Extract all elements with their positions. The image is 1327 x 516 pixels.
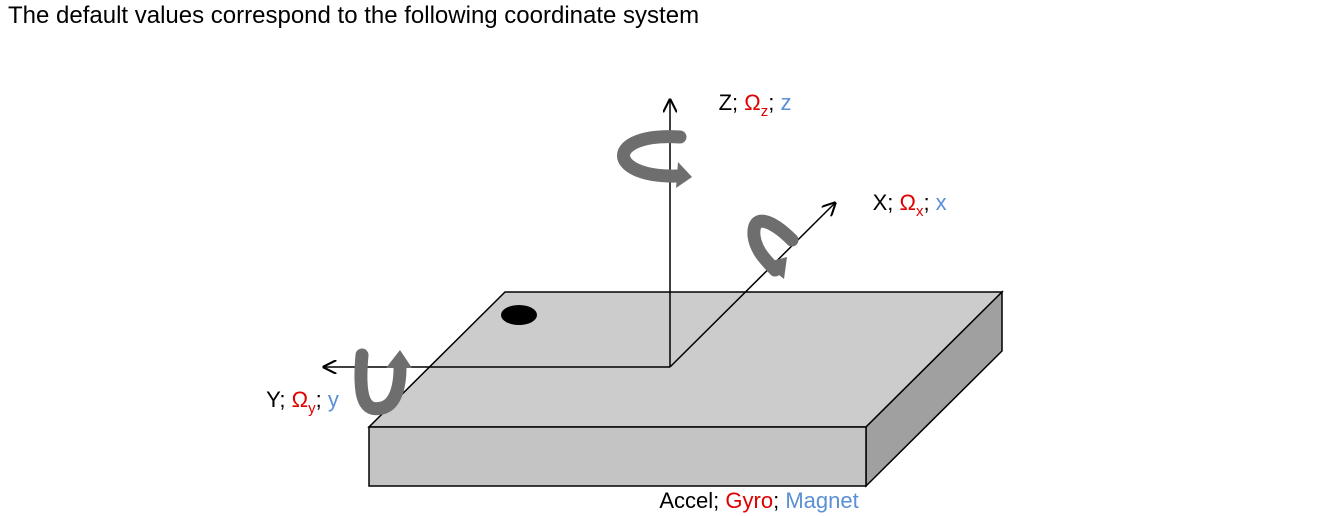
x-axis-label: X; Ωx; x: [842, 190, 965, 220]
sensor-board: [367, 290, 1004, 488]
page-title: The default values correspond to the fol…: [8, 2, 700, 29]
y-axis-label: Y; Ωy; y: [236, 387, 357, 417]
z-axis-label: Z; Ωz; z: [688, 90, 810, 120]
rotation-arrow-z-icon: [617, 130, 692, 188]
x-axis-line: [669, 203, 835, 368]
rotation-arrow-y-icon: [354, 348, 412, 416]
legend-text: Accel; Gyro; Magnet: [630, 488, 877, 513]
pin1-marker-dot: [501, 305, 537, 325]
board-front-face: [368, 426, 867, 487]
rotation-arrow-x-icon: [747, 214, 799, 279]
